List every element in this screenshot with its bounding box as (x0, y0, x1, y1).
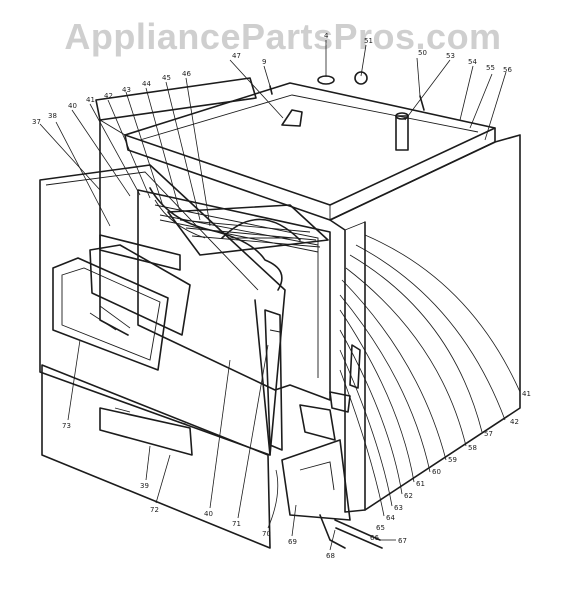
part-label-56: 56 (503, 66, 512, 74)
top-small-parts (269, 71, 425, 111)
oven-cavity (137, 189, 331, 401)
part-label-62: 62 (404, 492, 413, 500)
side-brackets (299, 344, 361, 441)
part-label-41b: 41 (522, 390, 531, 398)
lower-bracket (281, 439, 383, 549)
part-label-57: 57 (484, 430, 493, 438)
part-label-43: 43 (122, 86, 131, 94)
part-label-51: 51 (364, 37, 373, 45)
part-label-46: 46 (182, 70, 191, 78)
part-label-4: 4 (324, 32, 329, 40)
part-label-54: 54 (468, 58, 477, 66)
callout-lines (39, 40, 521, 551)
part-label-53: 53 (446, 52, 455, 60)
oven-door (39, 164, 286, 456)
part-label-67: 67 (398, 537, 407, 545)
part-label-70: 70 (262, 530, 271, 538)
door-window (52, 244, 191, 371)
storage-drawer (41, 364, 271, 549)
part-label-42a: 42 (104, 92, 113, 100)
part-label-65: 65 (376, 524, 385, 532)
part-label-37: 37 (32, 118, 41, 126)
watermark-text: AppliancePartsPros.com (64, 16, 502, 57)
part-label-50: 50 (418, 49, 427, 57)
part-labels: 47 9 4 51 53 54 55 56 37 38 40 41 42 43 … (32, 32, 531, 560)
door-hinge (264, 309, 283, 451)
burner-shield (221, 218, 301, 241)
part-label-41a: 41 (86, 96, 95, 104)
part-label-58: 58 (468, 444, 477, 452)
part-label-42b: 42 (510, 418, 519, 426)
part-label-61: 61 (416, 480, 425, 488)
part-label-71: 71 (232, 520, 241, 528)
part-label-73: 73 (62, 422, 71, 430)
door-insulation (149, 187, 283, 291)
cabinet-body (99, 119, 521, 513)
part-label-40a: 40 (68, 102, 77, 110)
part-label-9: 9 (262, 58, 266, 66)
door-handle (99, 234, 181, 271)
top-bracket (281, 109, 303, 127)
part-label-55: 55 (486, 64, 495, 72)
part-label-47: 47 (232, 52, 241, 60)
part-label-38: 38 (48, 112, 57, 120)
part-label-39: 39 (140, 482, 149, 490)
part-label-45: 45 (162, 74, 171, 82)
back-guard (95, 77, 257, 136)
part-label-64: 64 (386, 514, 395, 522)
part-label-68: 68 (326, 552, 335, 560)
part-label-44: 44 (142, 80, 151, 88)
part-label-66: 66 (370, 534, 379, 542)
part-label-63: 63 (394, 504, 403, 512)
part-label-40b: 40 (204, 510, 213, 518)
part-label-59: 59 (448, 456, 457, 464)
part-label-60: 60 (432, 468, 441, 476)
part-label-69: 69 (288, 538, 297, 546)
part-label-72: 72 (150, 506, 159, 514)
